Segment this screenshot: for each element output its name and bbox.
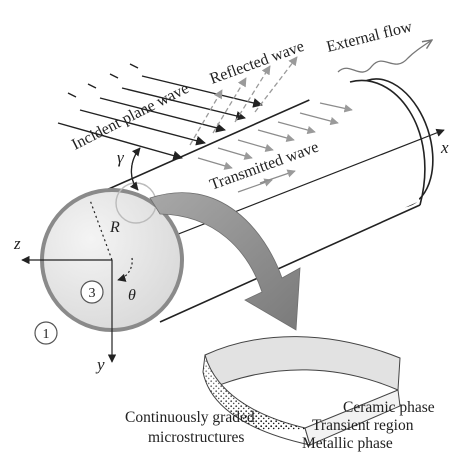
region-1-marker: 1 — [34, 321, 58, 345]
graded-block-side — [304, 389, 401, 446]
ceramic-phase-label: Ceramic phase — [343, 399, 435, 416]
reflected-wave-lines — [189, 56, 298, 146]
graded-block-top — [204, 336, 401, 391]
reflected-wave-label: Reflected wave — [208, 38, 307, 88]
region-1-label: 1 — [43, 327, 50, 342]
external-flow-label: External flow — [325, 18, 414, 56]
transmitted-wave-lines — [197, 102, 353, 193]
gamma-angle: γ — [117, 147, 141, 191]
graded-block — [202, 336, 401, 446]
front-axes: z y R θ — [13, 199, 136, 374]
graded-caption-line2: microstructures — [148, 429, 244, 446]
z-axis-label: z — [13, 234, 21, 253]
external-flow-arrow — [337, 40, 432, 73]
region-3-label: 3 — [89, 286, 96, 301]
graded-caption-line1: Continuously graded — [125, 409, 255, 426]
transient-region-label: Transient region — [312, 417, 414, 434]
metallic-phase-label: Metallic phase — [302, 435, 393, 452]
region-3-marker: 3 — [80, 280, 104, 304]
cylinder-body — [94, 54, 434, 323]
theta-label: θ — [128, 287, 136, 304]
radius-label: R — [109, 219, 120, 236]
x-axis-label: x — [440, 138, 449, 157]
gamma-label: γ — [117, 148, 125, 167]
y-axis-label: y — [95, 355, 105, 374]
incident-wave-lines — [57, 63, 263, 161]
zoom-arrow — [149, 192, 301, 331]
